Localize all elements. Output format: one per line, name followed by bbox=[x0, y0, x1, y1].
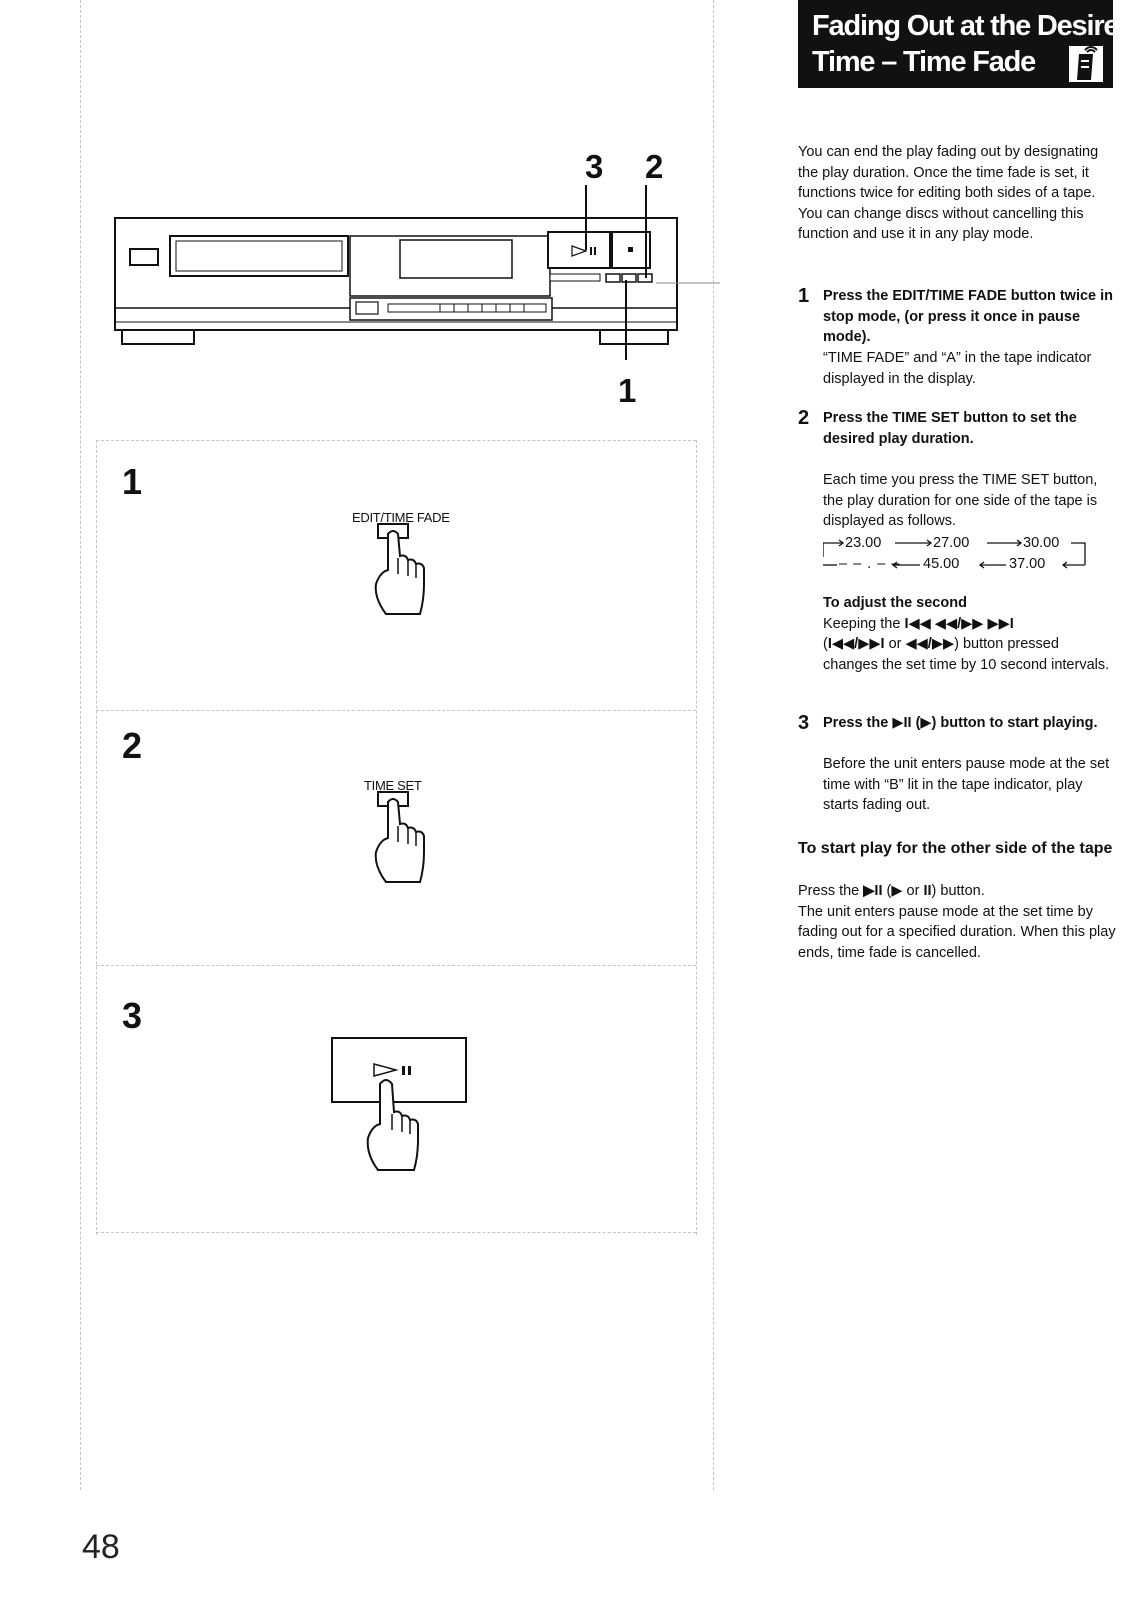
panel3-step-number: 3 bbox=[122, 995, 143, 1036]
step3-number: 3 bbox=[798, 712, 810, 734]
other-side-heading: To start play for the other side of the … bbox=[798, 840, 1113, 857]
adjust-text-2: ) button pressed bbox=[954, 636, 1059, 652]
step1-body: “TIME FADE” and “A” in the tape indicato… bbox=[823, 350, 1092, 387]
skip-symbols: I◀◀/▶▶I bbox=[827, 636, 885, 652]
skip-search-symbols: I◀◀ ◀◀/▶▶ ▶▶I bbox=[904, 615, 1014, 632]
adjust-line-3: changes the set time by 10 second interv… bbox=[823, 656, 1110, 673]
pause-symbol: II bbox=[923, 883, 932, 899]
adjust-line-1: Keeping the I◀◀ ◀◀/▶▶ ▶▶I bbox=[823, 614, 1116, 635]
search-symbols: ◀◀/▶▶ bbox=[905, 636, 955, 652]
seq-45: 45.00 bbox=[923, 556, 960, 572]
edit-time-fade-label: EDIT/TIME FADE bbox=[352, 510, 450, 525]
step2-number: 2 bbox=[798, 407, 810, 429]
adjust-text-1: Keeping the bbox=[823, 615, 901, 632]
step2-heading: Press the TIME SET button to set the des… bbox=[823, 410, 1077, 447]
left-frame-line bbox=[80, 0, 81, 1490]
other-side-section: Press the ▶II (▶ or II) button. The unit… bbox=[798, 881, 1116, 963]
divider-1 bbox=[96, 440, 696, 441]
cd-player-illustration bbox=[110, 150, 720, 390]
page-title-line-1: Fading Out at the Desired bbox=[812, 10, 1136, 42]
panel-left-line bbox=[96, 440, 97, 1235]
time-set-sequence: 23.00 27.00 30.00 – – . – – 45.00 37.00 bbox=[823, 535, 1123, 575]
seq-30: 30.00 bbox=[1023, 535, 1060, 551]
intro-paragraph: You can end the play fading out by desig… bbox=[798, 144, 1099, 242]
page-number: 48 bbox=[82, 1528, 120, 1566]
play-pause-symbol: ▶II bbox=[892, 715, 912, 731]
other-side-body: The unit enters pause mode at the set ti… bbox=[798, 903, 1116, 961]
other-side-text-c: ) button. bbox=[931, 883, 985, 899]
seq-23: 23.00 bbox=[845, 535, 882, 551]
step2-body: Each time you press the TIME SET button,… bbox=[823, 472, 1098, 529]
play-pause-button-illustration bbox=[330, 1036, 470, 1174]
other-side-line-1: Press the ▶II (▶ or II) button. bbox=[798, 881, 1116, 902]
step3-heading-b: (▶) button to start playing. bbox=[911, 715, 1098, 731]
other-side-text-b: (▶ or bbox=[882, 883, 924, 899]
panel-right-line bbox=[696, 440, 697, 1235]
title-banner: Fading Out at the Desired Time – Time Fa… bbox=[798, 0, 1136, 88]
divider-3 bbox=[96, 965, 696, 966]
adjust-paren-open: ( bbox=[823, 636, 828, 652]
step1-heading: Press the EDIT/TIME FADE button twice in… bbox=[823, 288, 1114, 345]
step3-heading-a: Press the bbox=[823, 715, 893, 731]
time-set-label: TIME SET bbox=[364, 778, 422, 793]
hand-pressing-time-set-icon bbox=[370, 790, 440, 886]
adjust-or: or bbox=[884, 636, 906, 652]
remote-control-icon bbox=[1069, 46, 1103, 82]
step3-body: Before the unit enters pause mode at the… bbox=[823, 756, 1110, 813]
panel2-step-number: 2 bbox=[122, 725, 143, 766]
step1-number: 1 bbox=[798, 285, 810, 307]
seq-dashes: – – . – – bbox=[839, 556, 901, 572]
adjust-line-2: (I◀◀/▶▶I or ◀◀/▶▶) button pressed bbox=[823, 634, 1116, 655]
step3-heading: Press the ▶II (▶) button to start playin… bbox=[823, 713, 1116, 734]
right-frame-line bbox=[713, 0, 714, 1490]
callout-2: 2 bbox=[645, 148, 664, 185]
other-play-pause-symbol: ▶II bbox=[863, 883, 883, 899]
cd-player-drawing bbox=[114, 185, 720, 360]
hand-pressing-edit-icon bbox=[368, 522, 438, 618]
panel1-step-number: 1 bbox=[122, 461, 143, 502]
adjust-second-section: To adjust the second Keeping the I◀◀ ◀◀/… bbox=[823, 593, 1116, 675]
seq-37: 37.00 bbox=[1009, 556, 1046, 572]
divider-2 bbox=[96, 710, 696, 711]
seq-27: 27.00 bbox=[933, 535, 970, 551]
divider-4 bbox=[96, 1232, 696, 1233]
adjust-second-heading: To adjust the second bbox=[823, 595, 967, 611]
other-side-text-a: Press the bbox=[798, 883, 864, 899]
page-title-line-2: Time – Time Fade bbox=[812, 46, 1036, 78]
callout-3: 3 bbox=[585, 148, 604, 185]
callout-1: 1 bbox=[618, 372, 637, 409]
